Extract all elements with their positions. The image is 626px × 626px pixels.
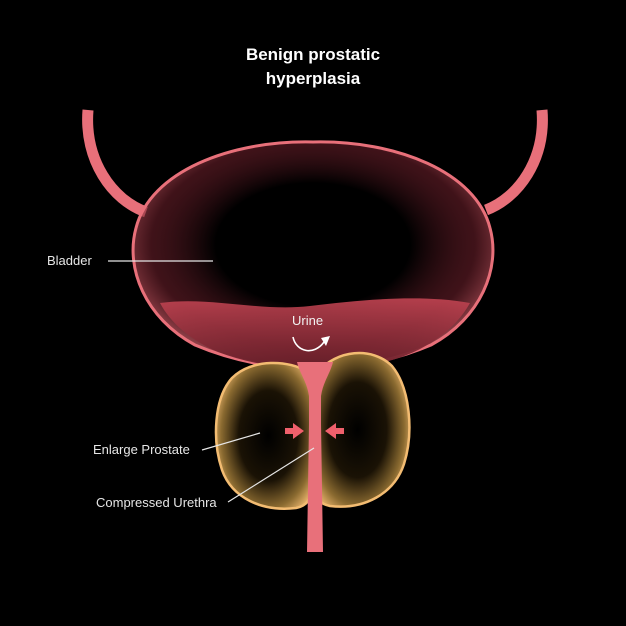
left-arrow-head [293,423,304,439]
title-line-1: Benign prostatic [245,45,381,64]
compressed-urethra-label: Compressed Urethra [96,495,217,510]
compression-arrows [285,423,344,439]
left-arrow-shaft [285,428,294,434]
prostate-leader-line [201,432,261,451]
right-arrow-head [325,423,336,439]
right-arrow-shaft [335,428,344,434]
urine-pool [160,298,470,370]
urine-label: Urine [292,313,324,328]
urine-flow-arrowhead [321,336,330,346]
left-ureter [82,109,149,218]
right-ureter [483,109,548,216]
urethra-leader-line [227,447,315,503]
enlarge-prostate-label: Enlarge Prostate [93,442,190,457]
prostate-left-lobe [214,361,313,510]
compressed-urethra [297,362,333,552]
urine-flow-arrow [292,336,325,352]
bladder-label: Bladder [47,253,92,268]
title-line-2: hyperplasia [265,69,361,88]
